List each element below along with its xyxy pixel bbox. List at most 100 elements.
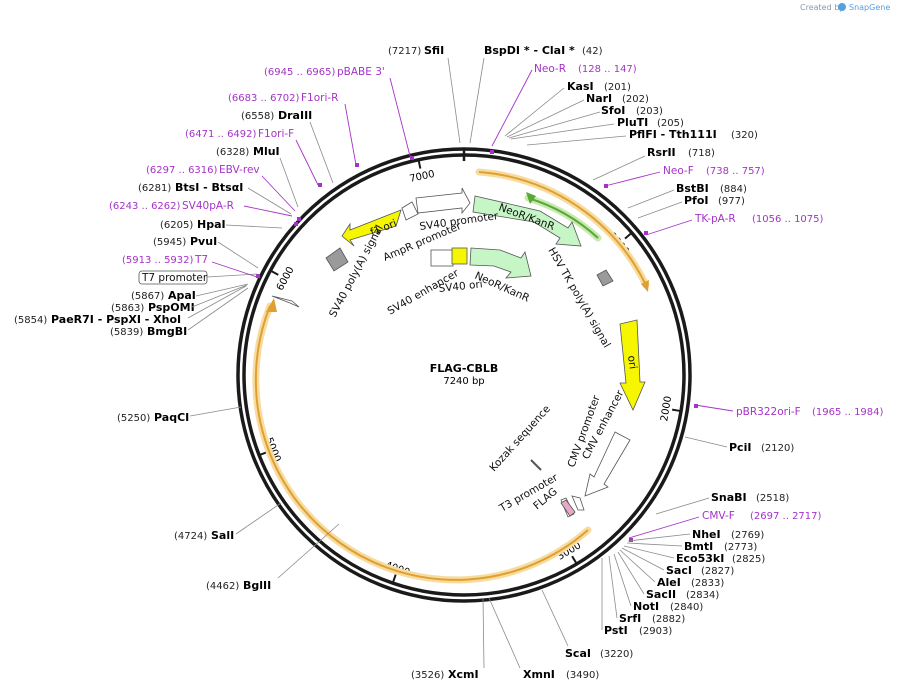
site-name: BglII xyxy=(243,579,271,592)
site-name: RsrII xyxy=(647,146,676,159)
tick-mark xyxy=(671,408,681,412)
primer-site-mark xyxy=(410,156,414,160)
primer-leader xyxy=(645,219,693,236)
credit-prefix: Created by xyxy=(800,3,844,12)
site-name: PvuI xyxy=(190,235,217,248)
primer-range: (738 .. 757) xyxy=(706,166,765,177)
site-name: NarI xyxy=(586,92,612,105)
kozak-feature xyxy=(530,459,542,471)
site-pflfi: PflFI - Tth111I (320) xyxy=(629,128,758,141)
site-pos: (6558) xyxy=(241,111,274,122)
site-pos: (2120) xyxy=(761,443,794,454)
primer-f1ori-r: (6683 .. 6702) F1ori-R xyxy=(228,92,357,166)
primer-leader xyxy=(243,205,293,217)
site-kasi: KasI (201) xyxy=(567,80,631,93)
site-name: PluTI xyxy=(617,116,648,129)
site-xhoi: (5854) PaeR7I - PspXI - XhoI xyxy=(14,313,181,326)
site-name: PfoI xyxy=(684,194,709,207)
site-name: BmtI xyxy=(684,540,713,553)
site-pos: (42) xyxy=(582,46,603,57)
site-name: SfiI xyxy=(424,44,444,57)
site-name: BstBI xyxy=(676,182,709,195)
tick-label: 2000 xyxy=(659,395,674,422)
primer-sv40pa-r: (6243 .. 6262) SV40pA-R xyxy=(109,200,293,217)
site-leader xyxy=(235,502,282,535)
site-pos: (884) xyxy=(720,184,747,195)
primer-name: Neo-R xyxy=(534,63,566,75)
kozak-label: Kozak sequence xyxy=(487,403,553,474)
site-pluti: PluTI (205) xyxy=(617,116,684,129)
site-leader xyxy=(247,187,292,215)
site-scai: ScaI (3220) xyxy=(541,589,633,660)
site-pos: (2825) xyxy=(732,554,765,565)
site-name: SacII xyxy=(646,588,676,601)
primer-site-mark xyxy=(318,183,322,187)
primer-leader xyxy=(344,103,357,166)
primer-neo-f: Neo-F (738 .. 757) xyxy=(604,165,765,187)
site-name: ApaI xyxy=(168,289,196,302)
site-name: DraIII xyxy=(278,109,312,122)
site-name: BspDI * - ClaI * xyxy=(484,44,575,57)
primer-tk-pa-r: TK-pA-R (1056 .. 1075) xyxy=(645,213,824,236)
tick-label: 7000 xyxy=(409,169,436,185)
site-pos: (5854) xyxy=(14,315,47,326)
site-pfoi: PfoI (977) xyxy=(637,194,745,219)
primer-leader xyxy=(261,175,296,212)
primer-leader xyxy=(604,171,661,187)
site-pos: (977) xyxy=(718,196,745,207)
ori-label: ori xyxy=(625,355,639,370)
site-bmti: BmtI (2773) xyxy=(684,540,757,553)
primer-site-mark xyxy=(629,538,633,542)
primer-leader xyxy=(628,516,700,539)
plasmid-name: FLAG-CBLB xyxy=(430,362,498,375)
site-bglii: (4462) BglII xyxy=(206,523,340,592)
site-xcmi: (3526) XcmI xyxy=(411,597,485,681)
sv40-ori-feature xyxy=(451,247,468,265)
kas-group-leaders xyxy=(504,87,627,146)
site-name: XmnI xyxy=(523,668,555,681)
site-hpai: (6205) HpaI xyxy=(160,218,283,231)
site-pos: (2903) xyxy=(639,626,672,637)
tick-label: 6000 xyxy=(275,265,297,293)
primer-range: (2697 .. 2717) xyxy=(750,511,822,522)
site-pcii: PciI (2120) xyxy=(684,436,794,454)
site-pos: (3220) xyxy=(600,649,633,660)
site-leader xyxy=(469,57,485,144)
site-noti: NotI (2840) xyxy=(633,600,703,613)
site-name: MluI xyxy=(253,145,280,158)
primer-leader xyxy=(491,69,533,147)
primer-site-mark xyxy=(256,274,260,278)
primer-leader xyxy=(211,261,258,278)
site-pos: (4724) xyxy=(174,531,207,542)
site-bstbi: BstBI (884) xyxy=(627,182,747,209)
site-name: XcmI xyxy=(448,668,479,681)
site-leader xyxy=(684,436,728,448)
primer-site-mark xyxy=(294,222,298,226)
site-sali: (4724) SalI xyxy=(174,502,282,542)
site-pos: (205) xyxy=(657,118,684,129)
site-leader xyxy=(592,155,646,181)
site-sfi: (7217) SfiI xyxy=(388,44,461,144)
primer-name: F1ori-R xyxy=(301,92,338,104)
site-name: PaeR7I - PspXI - XhoI xyxy=(51,313,181,326)
primer-leader xyxy=(295,139,319,186)
tick-mark xyxy=(270,270,279,276)
site-clai: BspDI * - ClaI * (42) xyxy=(469,44,603,144)
site-name: SrfI xyxy=(619,612,641,625)
site-leader xyxy=(225,224,283,229)
site-name: PspOMI xyxy=(148,301,195,314)
primer-range: (6945 .. 6965) xyxy=(264,67,336,78)
primer-leader xyxy=(694,404,734,412)
site-pos: (201) xyxy=(604,82,631,93)
primer-range: (5913 .. 5932) xyxy=(122,255,194,266)
site-name: Eco53kI xyxy=(676,552,724,565)
site-sacii: SacII (2834) xyxy=(646,588,719,601)
plasmid-size: 7240 bp xyxy=(443,376,484,387)
primer-neo-r: Neo-R (128 .. 147) xyxy=(491,63,637,147)
primer-name: EBV-rev xyxy=(219,164,260,176)
site-bmgbi: (5839) BmgBI xyxy=(110,325,187,338)
cmv-promoter-feature xyxy=(571,495,585,511)
primer-name: F1ori-F xyxy=(258,128,294,140)
site-pspomi: (5863) PspOMI xyxy=(111,301,195,314)
site-pos: (202) xyxy=(622,94,649,105)
